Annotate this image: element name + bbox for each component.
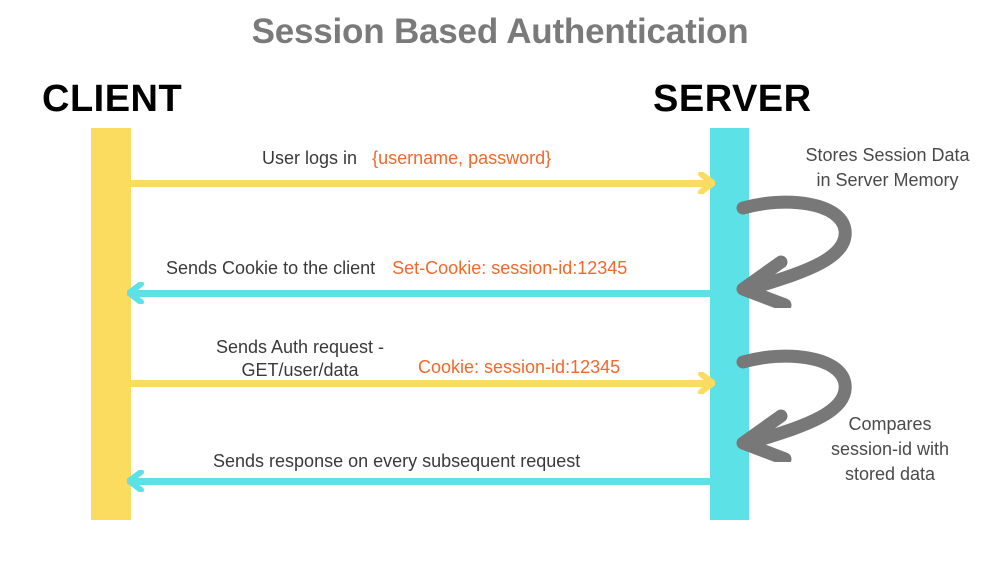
- message-arrow-set-cookie: [127, 282, 713, 304]
- annotation-stores-session-line-1: Stores Session Data: [805, 145, 970, 165]
- message-accent-auth-request: Cookie: session-id:12345: [418, 357, 621, 377]
- message-text-auth-request-line-1: Sends Auth request -: [215, 337, 385, 357]
- curved-arrow-stores-session-icon: [723, 188, 863, 308]
- message-text-set-cookie: Sends Cookie to the client: [166, 258, 376, 278]
- annotation-stores-session-line-2: in Server Memory: [816, 170, 959, 190]
- page-title: Session Based Authentication: [251, 12, 749, 51]
- client-lifeline-bar: [91, 128, 131, 520]
- message-arrow-response: [127, 470, 713, 492]
- arrowhead-right-login: [693, 172, 715, 194]
- message-label-login: User logs in {username, password}: [262, 147, 551, 170]
- message-text-auth-request-line-2: GET/user/data: [241, 360, 359, 380]
- message-text-login: User logs in: [262, 148, 358, 168]
- annotation-compares-session: Compares session-id with stored data: [800, 412, 980, 487]
- message-label-response: Sends response on every subsequent reque…: [213, 451, 581, 471]
- message-arrow-auth-request: [131, 372, 715, 394]
- message-arrow-line-login: [131, 180, 713, 187]
- annotation-compares-session-line-1: Compares: [848, 414, 932, 434]
- message-arrow-login: [131, 172, 715, 194]
- curved-arrow-compares-session-icon: [723, 342, 863, 462]
- arrowhead-right-auth-request: [693, 372, 715, 394]
- client-column-header: CLIENT: [42, 78, 183, 120]
- server-column-header: SERVER: [653, 78, 812, 120]
- server-lifeline-bar: [710, 128, 749, 520]
- annotation-compares-session-line-2: session-id with: [830, 439, 950, 459]
- message-label-auth-request: Sends Auth request - GET/user/data: [190, 336, 410, 382]
- annotation-compares-session-line-3: stored data: [844, 464, 936, 484]
- message-accent-set-cookie: Set-Cookie: session-id:12345: [392, 258, 628, 278]
- arrowhead-left-response: [127, 470, 149, 492]
- annotation-stores-session: Stores Session Data in Server Memory: [790, 143, 985, 193]
- arrowhead-left-set-cookie: [127, 282, 149, 304]
- message-arrow-line-set-cookie: [129, 290, 713, 297]
- message-arrow-line-auth-request: [131, 380, 713, 387]
- message-label-set-cookie: Sends Cookie to the client Set-Cookie: s…: [166, 257, 627, 280]
- message-arrow-line-response: [129, 478, 713, 485]
- message-accent-login: {username, password}: [372, 148, 552, 168]
